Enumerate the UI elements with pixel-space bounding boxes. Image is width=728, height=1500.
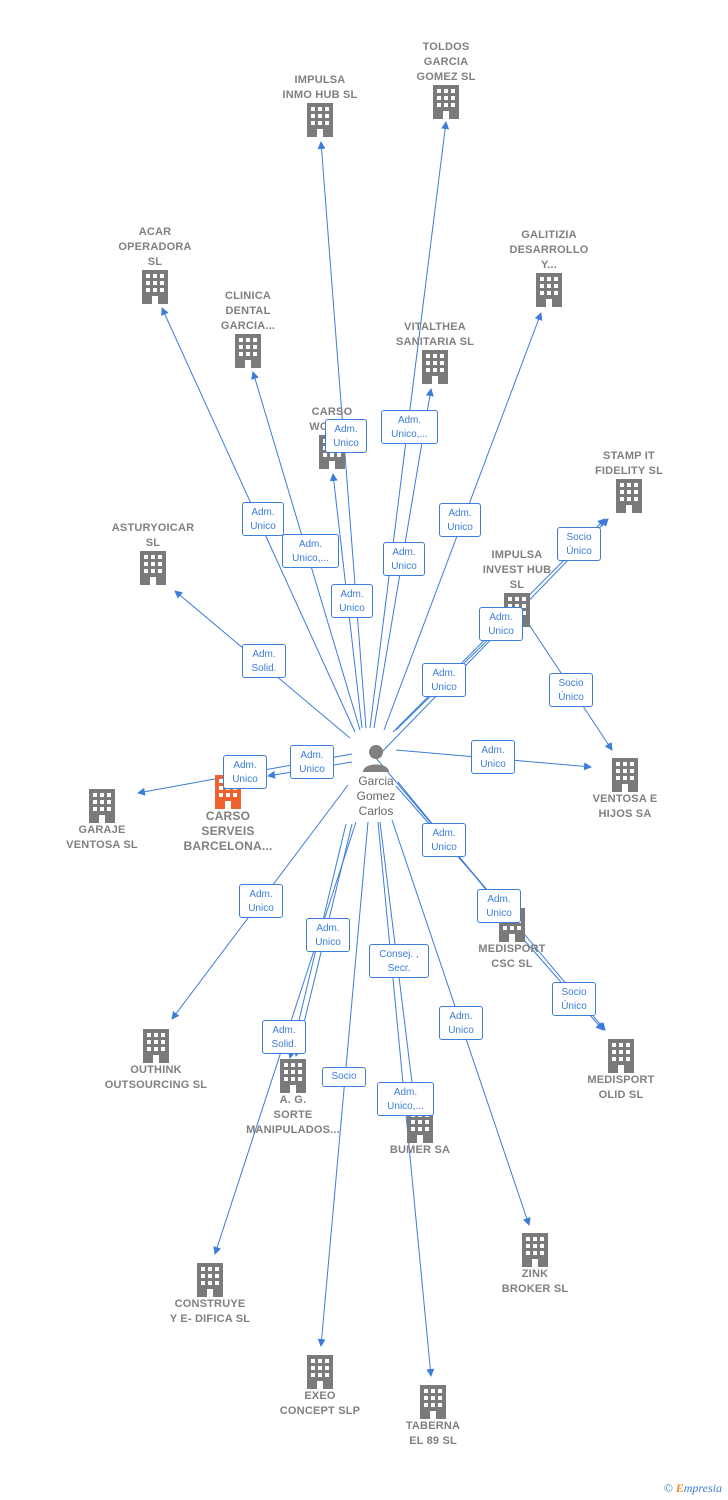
relation-tag-clinica[interactable]: Adm. Unico,... (282, 534, 339, 568)
company-name: IMPULSA INVEST HUB SL (482, 549, 552, 591)
building-icon (235, 334, 261, 368)
building-icon (433, 85, 459, 119)
relation-tag-asturyoicar[interactable]: Adm. Solid. (242, 644, 286, 678)
company-node-ag_sorte[interactable]: A. G. SORTE MANIPULADOS... (233, 1059, 353, 1138)
person-icon (363, 745, 389, 772)
company-node-outhink[interactable]: OUTHINK OUTSOURCING SL (96, 1029, 216, 1093)
relation-tag-ventosa[interactable]: Adm. Unico (471, 740, 515, 774)
company-name: MEDISPORT CSC SL (478, 943, 546, 970)
company-node-taberna[interactable]: TABERNA EL 89 SL (373, 1385, 493, 1449)
company-node-ventosa_hijos[interactable]: VENTOSA E HIJOS SA (565, 758, 685, 822)
company-name: BUMER SA (389, 1144, 451, 1156)
relation-tag-acar[interactable]: Adm. Unico (242, 502, 284, 536)
company-node-bumer[interactable]: BUMER SA (360, 1109, 480, 1158)
relation-tag-stamp[interactable]: Socio Único (557, 527, 601, 561)
relation-tag-construye[interactable]: Adm. Unico (306, 918, 350, 952)
company-node-impulsa_invest[interactable]: IMPULSA INVEST HUB SL (457, 548, 577, 627)
company-name: GARAJE VENTOSA SL (66, 824, 138, 851)
company-node-medisport_csc[interactable]: MEDISPORT CSC SL (452, 908, 572, 972)
company-node-garaje[interactable]: GARAJE VENTOSA SL (42, 789, 162, 853)
relation-tag-ventosa_socio[interactable]: Socio Único (549, 673, 593, 707)
brand-name: mpresia (683, 1481, 722, 1495)
company-name: ASTURYOICAR SL (111, 522, 195, 549)
company-name: IMPULSA INMO HUB SL (282, 74, 358, 101)
building-icon (612, 758, 638, 792)
building-icon (522, 1233, 548, 1267)
company-node-carso_serveis[interactable]: CARSO SERVEIS BARCELONA... (168, 775, 288, 854)
relation-tag-medisport_csc[interactable]: Adm. Unico (422, 823, 466, 857)
building-icon (142, 270, 168, 304)
building-icon (197, 1263, 223, 1297)
company-name: TABERNA EL 89 SL (405, 1420, 461, 1447)
brand-logo: © Empresia (664, 1481, 722, 1496)
relation-tag-impulsa_invest[interactable]: Adm. Unico (479, 607, 523, 641)
company-name: VENTOSA E HIJOS SA (592, 793, 658, 820)
building-icon (307, 1355, 333, 1389)
company-name: ACAR OPERADORA SL (118, 226, 192, 268)
relation-tag-carso_serveis[interactable]: Adm. Unico (290, 745, 334, 779)
relation-tag-garaje[interactable]: Adm. Unico (223, 755, 267, 789)
company-name: TOLDOS GARCIA GOMEZ SL (416, 41, 476, 83)
relation-tag-ag_sorte[interactable]: Adm. Solid. (262, 1020, 306, 1054)
company-node-vitalthea[interactable]: VITALTHEA SANITARIA SL (375, 320, 495, 384)
company-name: GALITIZIA DESARROLLO Y... (509, 229, 589, 271)
brand-initial: E (675, 1481, 684, 1495)
relation-tag-impulsa_inmo[interactable]: Adm. Unico (325, 419, 367, 453)
company-node-construye[interactable]: CONSTRUYE Y E- DIFICA SL (150, 1263, 270, 1327)
company-name: MEDISPORT OLID SL (587, 1074, 655, 1101)
company-node-clinica[interactable]: CLINICA DENTAL GARCIA... (188, 289, 308, 368)
relation-tag-impulsa_invest2[interactable]: Adm. Unico (422, 663, 466, 697)
copyright-symbol: © (663, 1481, 673, 1495)
company-name: CLINICA DENTAL GARCIA... (220, 290, 276, 332)
company-node-medisport_olid[interactable]: MEDISPORT OLID SL (561, 1039, 681, 1103)
company-node-impulsa_inmo[interactable]: IMPULSA INMO HUB SL (260, 73, 380, 137)
building-icon (422, 350, 448, 384)
company-name: VITALTHEA SANITARIA SL (395, 321, 475, 348)
relation-tag-vitalthea[interactable]: Adm. Unico (383, 542, 425, 576)
relation-tag-zink[interactable]: Adm. Unico (439, 1006, 483, 1040)
relation-tag-medisport_csc2[interactable]: Adm. Unico (477, 889, 521, 923)
relation-tag-toldos[interactable]: Adm. Unico,... (381, 410, 438, 444)
company-name: STAMP IT FIDELITY SL (594, 450, 663, 477)
relation-tag-taberna[interactable]: Adm. Unico,... (377, 1082, 434, 1116)
building-icon (616, 479, 642, 513)
company-name: EXEO CONCEPT SLP (279, 1390, 361, 1417)
building-icon (89, 789, 115, 823)
company-node-stamp[interactable]: STAMP IT FIDELITY SL (569, 449, 689, 513)
relation-tag-exeo[interactable]: Socio (322, 1067, 366, 1087)
building-icon (143, 1029, 169, 1063)
building-icon (420, 1385, 446, 1419)
building-icon (536, 273, 562, 307)
relation-tag-bumer[interactable]: Consej. , Secr. (369, 944, 429, 978)
company-name: OUTHINK OUTSOURCING SL (104, 1064, 208, 1091)
relation-tag-galitizia[interactable]: Adm. Unico (439, 503, 481, 537)
building-icon (608, 1039, 634, 1073)
relation-tag-medisport_olid[interactable]: Socio Único (552, 982, 596, 1016)
person-node[interactable]: Garcia Gomez Carlos (331, 742, 421, 819)
company-name: CONSTRUYE Y E- DIFICA SL (169, 1298, 251, 1325)
building-icon (307, 103, 333, 137)
building-icon (140, 551, 166, 585)
company-node-exeo[interactable]: EXEO CONCEPT SLP (260, 1355, 380, 1419)
company-name: ZINK BROKER SL (501, 1268, 569, 1295)
person-name: Garcia Gomez Carlos (356, 774, 396, 818)
company-node-acar[interactable]: ACAR OPERADORA SL (95, 225, 215, 304)
company-node-galitizia[interactable]: GALITIZIA DESARROLLO Y... (489, 228, 609, 307)
company-node-asturyoicar[interactable]: ASTURYOICAR SL (93, 521, 213, 585)
building-icon (280, 1059, 306, 1093)
relation-tag-carso_work[interactable]: Adm. Unico (331, 584, 373, 618)
company-name: A. G. SORTE MANIPULADOS... (246, 1094, 340, 1136)
company-name: CARSO SERVEIS BARCELONA... (183, 809, 273, 853)
company-node-toldos[interactable]: TOLDOS GARCIA GOMEZ SL (386, 40, 506, 119)
relation-tag-outhink[interactable]: Adm. Unico (239, 884, 283, 918)
company-node-zink[interactable]: ZINK BROKER SL (475, 1233, 595, 1297)
